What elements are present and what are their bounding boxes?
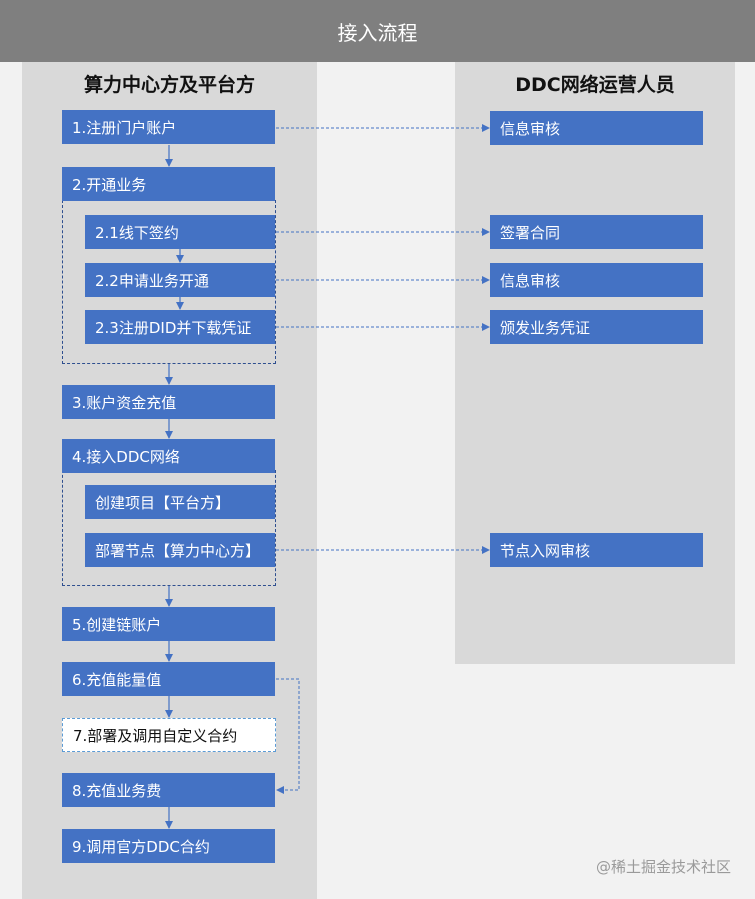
step-7-optional[interactable]: 7.部署及调用自定义合约 bbox=[62, 718, 276, 752]
issue-credential[interactable]: 颁发业务凭证 bbox=[490, 310, 703, 344]
lane-right-title: DDC网络运营人员 bbox=[515, 74, 675, 96]
step-2-1[interactable]: 2.1线下签约 bbox=[85, 215, 275, 249]
review-info-2[interactable]: 信息审核 bbox=[490, 263, 703, 297]
review-info-1[interactable]: 信息审核 bbox=[490, 111, 703, 145]
sign-contract[interactable]: 签署合同 bbox=[490, 215, 703, 249]
step-2-3[interactable]: 2.3注册DID并下载凭证 bbox=[85, 310, 275, 344]
diagram-title: 接入流程 bbox=[0, 0, 755, 62]
lane-left: 算力中心方及平台方 bbox=[22, 62, 317, 899]
step-2-2[interactable]: 2.2申请业务开通 bbox=[85, 263, 275, 297]
lane-left-title: 算力中心方及平台方 bbox=[83, 74, 255, 96]
step-6[interactable]: 6.充值能量值 bbox=[62, 662, 275, 696]
step-2[interactable]: 2.开通业务 bbox=[62, 167, 275, 201]
step-3[interactable]: 3.账户资金充值 bbox=[62, 385, 275, 419]
step-1[interactable]: 1.注册门户账户 bbox=[62, 110, 275, 144]
step-4-deploy-node[interactable]: 部署节点【算力中心方】 bbox=[85, 533, 275, 567]
step-8[interactable]: 8.充值业务费 bbox=[62, 773, 275, 807]
watermark: @稀土掘金技术社区 bbox=[595, 858, 731, 876]
step-4[interactable]: 4.接入DDC网络 bbox=[62, 439, 275, 473]
node-join-review[interactable]: 节点入网审核 bbox=[490, 533, 703, 567]
step-4-create-project[interactable]: 创建项目【平台方】 bbox=[85, 485, 275, 519]
step-9[interactable]: 9.调用官方DDC合约 bbox=[62, 829, 275, 863]
step-5[interactable]: 5.创建链账户 bbox=[62, 607, 275, 641]
